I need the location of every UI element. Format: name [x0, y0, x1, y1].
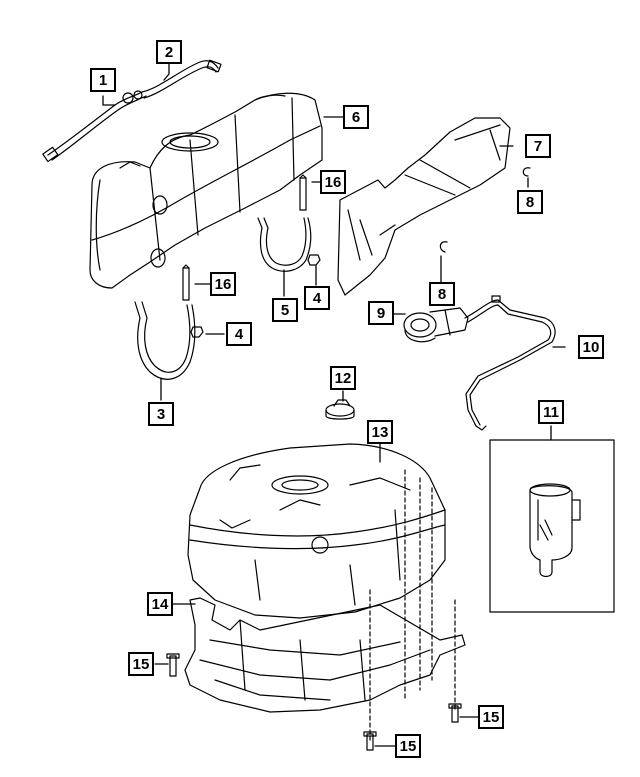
callout-9: 9 [368, 301, 394, 325]
wiring-harness-part-1 [42, 90, 147, 163]
tank-strap-part-5 [257, 217, 312, 272]
tank-strap-part-3 [134, 301, 196, 380]
callout-leaders [102, 63, 566, 747]
callout-15-left: 15 [128, 652, 154, 676]
fuel-line-part-10 [464, 295, 556, 431]
nut-part-4-lower [190, 326, 204, 338]
clip-part-8-upper [522, 167, 531, 177]
callout-11: 11 [538, 400, 564, 424]
callout-4-lower: 4 [226, 322, 252, 346]
nut-part-4-upper [307, 254, 321, 266]
stud-part-16-lower [182, 264, 190, 301]
bolt-part-15-right [448, 703, 462, 723]
callout-7: 7 [525, 134, 551, 158]
callout-16-lower: 16 [210, 272, 236, 296]
clip-part-8-lower [439, 241, 448, 253]
fuel-tank-part-6 [89, 92, 323, 289]
callout-1: 1 [90, 68, 116, 92]
heat-shield-part-7 [337, 117, 511, 296]
jumper-harness-part-2 [141, 59, 222, 99]
callout-6: 6 [343, 105, 369, 129]
callout-16-upper: 16 [320, 170, 346, 194]
skid-plate-part-14 [184, 597, 466, 713]
fuel-sender-part-11 [529, 483, 581, 578]
fuel-cap-part-12 [325, 399, 355, 420]
fuel-tank-part-13 [187, 443, 446, 619]
stud-part-16-upper [299, 174, 307, 211]
fuel-filter-part-9 [403, 307, 469, 343]
leader-lines-part-13 [369, 469, 456, 741]
callout-3: 3 [148, 402, 174, 426]
inset-box-part-11 [489, 439, 615, 613]
callout-14: 14 [147, 592, 173, 616]
callout-15-right: 15 [478, 705, 504, 729]
callout-12: 12 [330, 366, 356, 390]
callout-8-upper: 8 [517, 190, 543, 214]
callout-5: 5 [272, 298, 298, 322]
callout-13: 13 [367, 420, 393, 444]
callout-15-bottom: 15 [395, 734, 421, 758]
callout-10: 10 [578, 335, 604, 359]
callout-4-upper: 4 [304, 286, 330, 310]
bolt-part-15-left [166, 653, 180, 677]
bolt-part-15-bottom [363, 731, 377, 751]
callout-8-lower: 8 [429, 282, 455, 306]
callout-2: 2 [156, 40, 182, 64]
